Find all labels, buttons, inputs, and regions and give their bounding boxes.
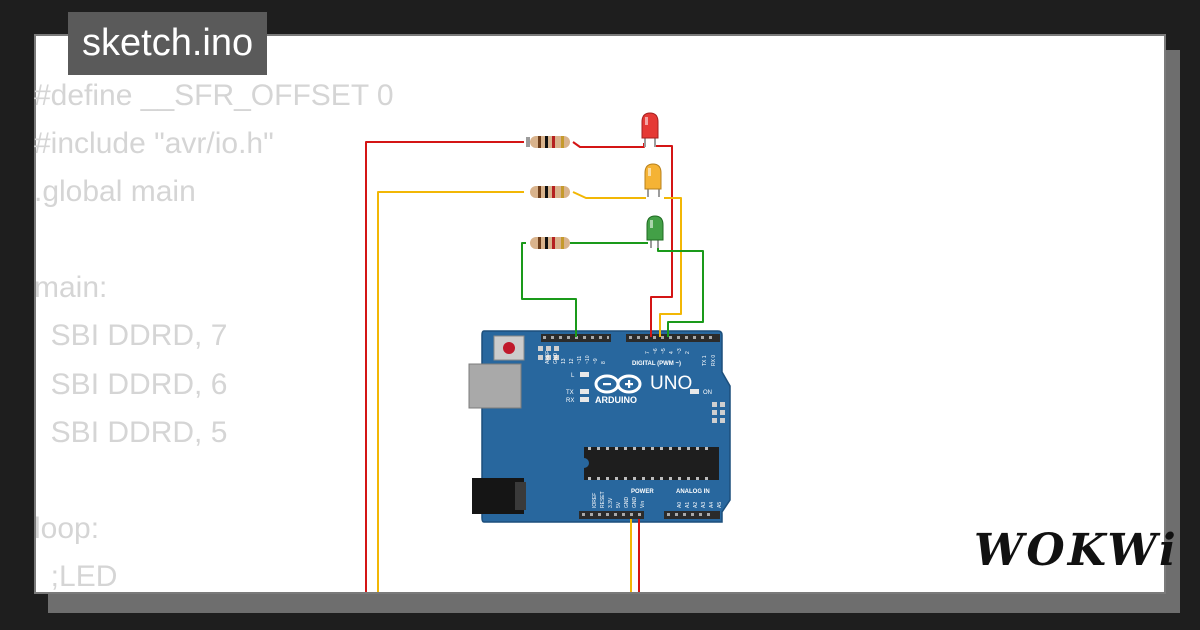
pin-label: A3: [701, 502, 707, 508]
code-line: SBI DDRD, 6: [34, 367, 228, 401]
led-rx: [580, 397, 589, 402]
code-preview: #define __SFR_OFFSET 0 #include "avr/io.…: [34, 72, 394, 601]
pin-label: ~10: [585, 355, 591, 364]
led-label-tx: TX: [566, 390, 574, 396]
wire-yellow-led: [572, 191, 646, 199]
pin-label: GND: [553, 353, 559, 365]
pin-label: 3.3V: [608, 497, 614, 508]
analog-header-label: ANALOG IN: [676, 489, 710, 495]
resistor-yellow[interactable]: [530, 186, 570, 198]
led-on: [690, 389, 699, 394]
led-label-l: L: [571, 373, 575, 379]
pin-label: A2: [693, 502, 699, 508]
wire-green-ground: [521, 242, 577, 337]
usb-port: [468, 363, 522, 409]
pin-label: GND: [624, 497, 630, 509]
wire-yellow-ground: [377, 191, 524, 592]
pin-label: 4: [669, 351, 675, 354]
arduino-uno-board[interactable]: AREF GND 13 12 ~11 ~10 ~9 8 7 ~6 ~5 4 ~3…: [468, 330, 731, 523]
led-tx: [580, 389, 589, 394]
wire-red-led: [572, 141, 645, 148]
led-green[interactable]: [646, 215, 664, 248]
led-red[interactable]: [641, 112, 659, 147]
power-header-label: POWER: [631, 489, 654, 495]
pin-label: RX 0: [711, 355, 717, 366]
pin-label: IOREF: [592, 493, 598, 508]
pin-label: 5V: [616, 501, 622, 508]
onboard-leds: L TX RX ON: [566, 372, 712, 404]
code-line: #include "avr/io.h": [34, 127, 274, 161]
code-line: SBI DDRD, 5: [34, 415, 228, 449]
code-line: ;LED: [34, 559, 118, 593]
pin-label: 13: [561, 358, 567, 364]
reset-button-cap: [503, 342, 515, 354]
pin-label: AREF: [545, 351, 551, 364]
led-label-rx: RX: [566, 398, 574, 404]
led-l: [580, 372, 589, 377]
pin-label: RESET: [600, 491, 606, 508]
icsp-header-right: [712, 402, 725, 423]
pin-label: A4: [709, 502, 715, 508]
pin-label: 8: [601, 361, 607, 364]
pin-label: ~5: [661, 348, 667, 354]
pin-label: 7: [645, 351, 651, 354]
sketch-title: sketch.ino: [68, 12, 268, 75]
wire-green-signal: [657, 240, 704, 337]
wokwi-logo: WOKWi: [974, 525, 1179, 576]
pin-label: GND: [632, 497, 638, 509]
resistor-red[interactable]: [526, 136, 570, 148]
digital-pin-header: AREF GND 13 12 ~11 ~10 ~9 8 7 ~6 ~5 4 ~3…: [541, 334, 720, 367]
pin-label: ~9: [593, 358, 599, 364]
pin-label: 12: [569, 358, 575, 364]
led-yellow[interactable]: [644, 163, 662, 197]
power-jack-socket: [515, 482, 526, 510]
resistor-green[interactable]: [530, 237, 570, 249]
pin-label: TX 1: [702, 355, 708, 366]
board-brand: ARDUINO: [595, 395, 637, 405]
pin-label: ~11: [577, 356, 583, 364]
digital-header-label: DIGITAL (PWM ~): [632, 361, 681, 367]
icsp-header-left: [538, 346, 559, 360]
analog-pin-header: ANALOG IN A0 A1 A2 A3 A4 A5: [664, 489, 723, 519]
pin-label: ~6: [653, 348, 659, 354]
board-model: UNO: [650, 373, 692, 394]
led-label-on: ON: [703, 390, 712, 396]
pin-label: ~3: [677, 348, 683, 354]
wire-red-signal: [650, 145, 673, 337]
atmega-chip: [584, 447, 719, 480]
pin-label: A1: [685, 502, 691, 508]
code-line: loop:: [34, 511, 100, 545]
power-pin-header: POWER IOREF RESET 3.3V 5V GND GND Vin: [579, 489, 654, 519]
pin-label: A0: [677, 502, 683, 508]
code-line: .global main: [34, 175, 196, 209]
pin-label: A5: [717, 502, 723, 508]
pin-label: Vin: [640, 501, 646, 508]
pin-label: 2: [685, 351, 691, 354]
wire-red-ground: [365, 141, 524, 592]
code-line: main:: [34, 271, 108, 305]
arduino-logo: [594, 374, 642, 394]
code-line: #define __SFR_OFFSET 0: [34, 79, 394, 112]
wire-yellow-signal: [659, 197, 682, 337]
code-line: SBI DDRD, 7: [34, 319, 228, 353]
